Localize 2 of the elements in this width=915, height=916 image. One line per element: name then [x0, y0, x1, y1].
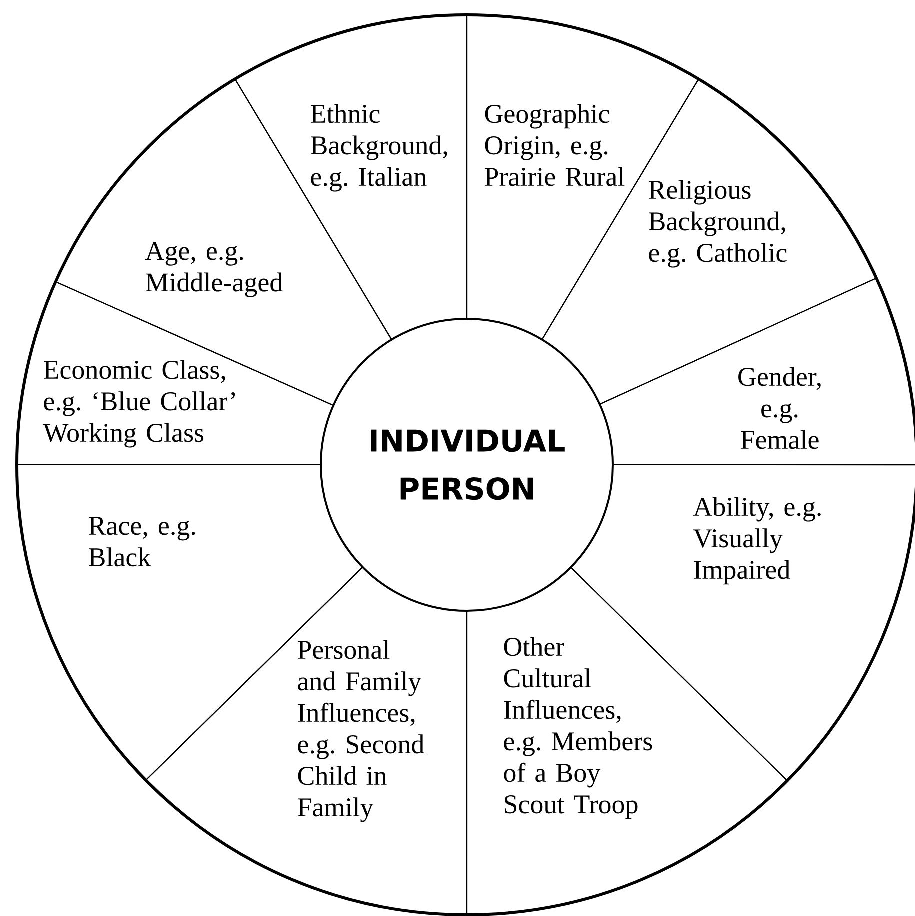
wheel-segment: Gender, e.g. Female	[599, 278, 915, 466]
wheel-segment: Personal and Family Influences, e.g. Second Child in Family	[145, 566, 468, 916]
